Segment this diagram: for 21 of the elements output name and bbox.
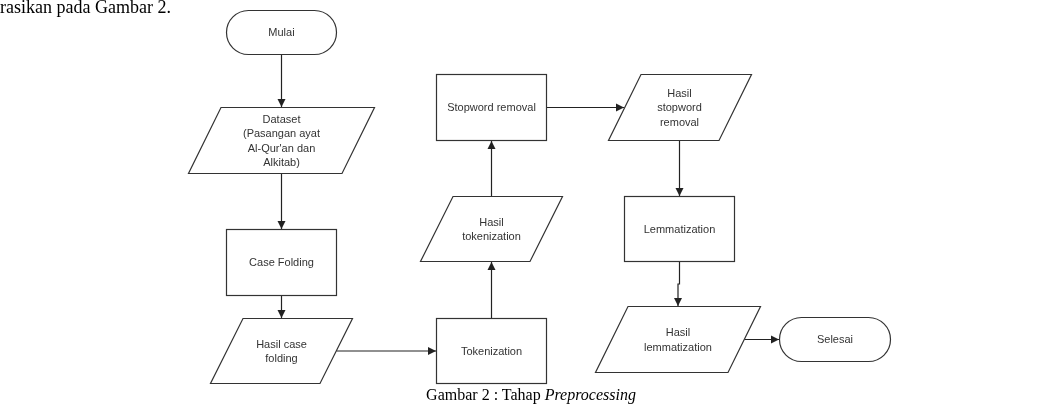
node-label: Hasil case folding: [255, 336, 308, 366]
arrow: [277, 173, 286, 230]
arrow: [487, 261, 496, 319]
node-label: Hasil tokenization: [461, 214, 522, 244]
node-label: Hasil stopword removal: [656, 86, 703, 129]
node-label: Tokenization: [460, 343, 523, 359]
arrow: [546, 103, 625, 112]
figure-caption: Gambar 2 : Tahap Preprocessing: [426, 386, 636, 404]
arrow: [675, 140, 684, 197]
arrow: [487, 140, 496, 197]
node-label: Dataset (Pasangan ayat Al-Qur'an dan Alkitab): [241, 111, 322, 170]
node-label: Selesai: [816, 332, 854, 347]
node-label: Lemmatization: [643, 221, 716, 237]
arrow: [277, 54, 286, 108]
node-label: Hasil lemmatization: [643, 325, 713, 354]
node-label: Stopword removal: [447, 100, 536, 115]
body-text: rasikan pada Gambar 2.: [0, 0, 171, 18]
arrow: [673, 261, 683, 307]
node-label: Case Folding: [249, 255, 314, 270]
arrow: [277, 295, 286, 319]
node-label: Mulai: [268, 25, 295, 40]
